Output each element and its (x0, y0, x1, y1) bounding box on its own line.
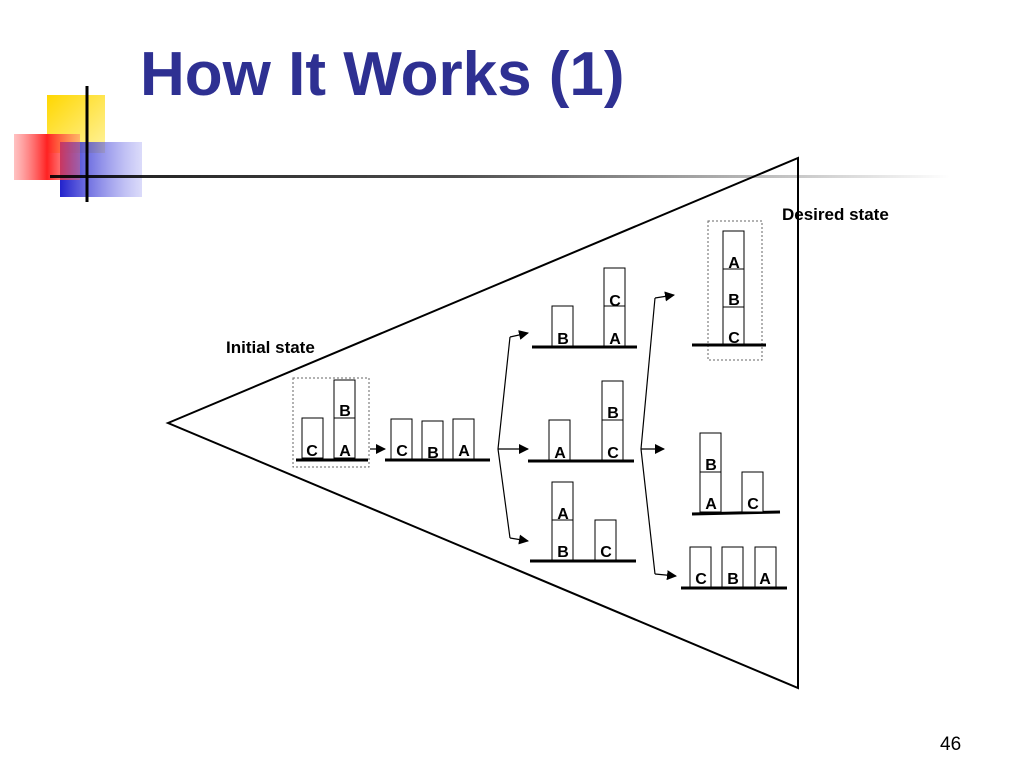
svg-text:C: C (306, 443, 318, 460)
block: A (722, 230, 745, 272)
block: C (301, 417, 324, 460)
block: A (452, 418, 475, 460)
desired-state-frame (707, 220, 763, 361)
block: B (721, 546, 744, 588)
block: C (689, 546, 712, 588)
search-space-triangle (165, 156, 799, 690)
slide-number: 46 (940, 734, 962, 755)
block: A (548, 419, 571, 462)
svg-text:B: B (557, 544, 569, 561)
block: C (741, 471, 764, 513)
desired-state-label: Desired state (782, 205, 889, 224)
arrow-step1-to-branches (497, 336, 511, 539)
svg-text:B: B (727, 571, 739, 588)
block: C (594, 519, 617, 561)
block: B (601, 380, 624, 422)
initial-state-label: Initial state (226, 338, 315, 357)
arrow-to-result-bottom (654, 570, 677, 581)
svg-text:B: B (728, 292, 740, 309)
svg-text:A: A (759, 571, 771, 588)
svg-text:C: C (728, 330, 740, 347)
arrow-branches-to-results (640, 297, 656, 575)
svg-text:C: C (600, 544, 612, 561)
svg-text:C: C (695, 571, 707, 588)
block: C (601, 419, 624, 462)
slide-title: How It Works (1) (140, 40, 625, 109)
block: B (722, 268, 745, 309)
svg-text:A: A (557, 506, 569, 523)
block: B (333, 379, 356, 420)
block: A (699, 471, 722, 513)
block: A (333, 417, 356, 460)
header-rule (50, 175, 950, 178)
block: B (421, 420, 444, 462)
table-result-middle (691, 510, 781, 516)
block: C (390, 418, 413, 460)
block: A (603, 305, 626, 348)
arrow-branch-top (509, 330, 529, 340)
svg-text:B: B (607, 405, 619, 422)
logo-red-square (14, 134, 80, 180)
svg-text:A: A (609, 331, 621, 348)
svg-text:C: C (607, 445, 619, 462)
svg-text:C: C (396, 443, 408, 460)
svg-text:B: B (339, 403, 351, 420)
block: A (551, 481, 574, 523)
svg-text:A: A (554, 445, 566, 462)
blocks-layer: C A B C B A B A C A C B B A C C B A A B … (301, 230, 777, 588)
svg-text:A: A (705, 496, 717, 513)
block: A (754, 546, 777, 588)
initial-state-frame (292, 377, 370, 468)
svg-text:A: A (458, 443, 470, 460)
svg-text:A: A (728, 255, 740, 272)
block: B (699, 432, 722, 474)
svg-text:B: B (427, 445, 439, 462)
block: C (603, 267, 626, 310)
arrow-to-desired (654, 291, 675, 302)
svg-text:B: B (557, 331, 569, 348)
slide-header-decoration (14, 86, 950, 202)
svg-text:C: C (747, 496, 759, 513)
arrow-branch-bottom (509, 534, 529, 545)
block: B (551, 519, 574, 561)
svg-text:B: B (705, 457, 717, 474)
block: C (722, 306, 745, 347)
block: B (551, 305, 574, 348)
svg-text:A: A (339, 443, 351, 460)
svg-text:C: C (609, 293, 621, 310)
